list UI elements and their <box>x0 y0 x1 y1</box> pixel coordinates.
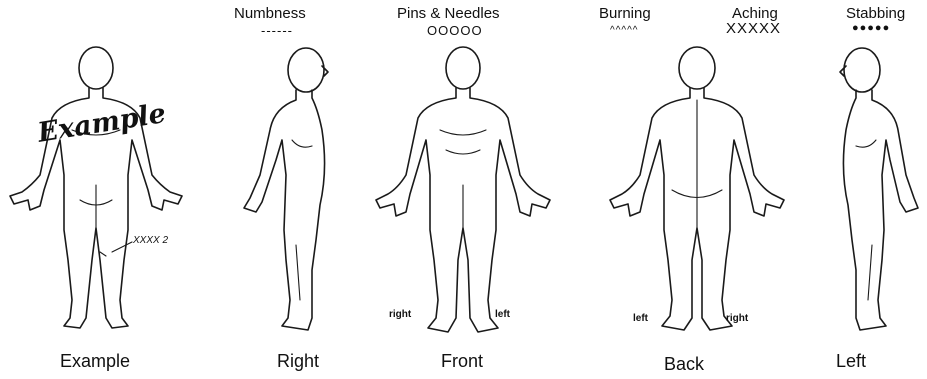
back-right-side-label: right <box>726 313 748 324</box>
right-caption: Right <box>277 351 319 372</box>
left-caption: Left <box>836 351 866 372</box>
back-caption: Back <box>664 354 704 375</box>
front-right-side-label: left <box>495 309 510 320</box>
example-caption: Example <box>60 351 130 372</box>
back-left-side-label: left <box>633 313 648 324</box>
front-caption: Front <box>441 351 483 372</box>
front-left-side-label: right <box>389 309 411 320</box>
